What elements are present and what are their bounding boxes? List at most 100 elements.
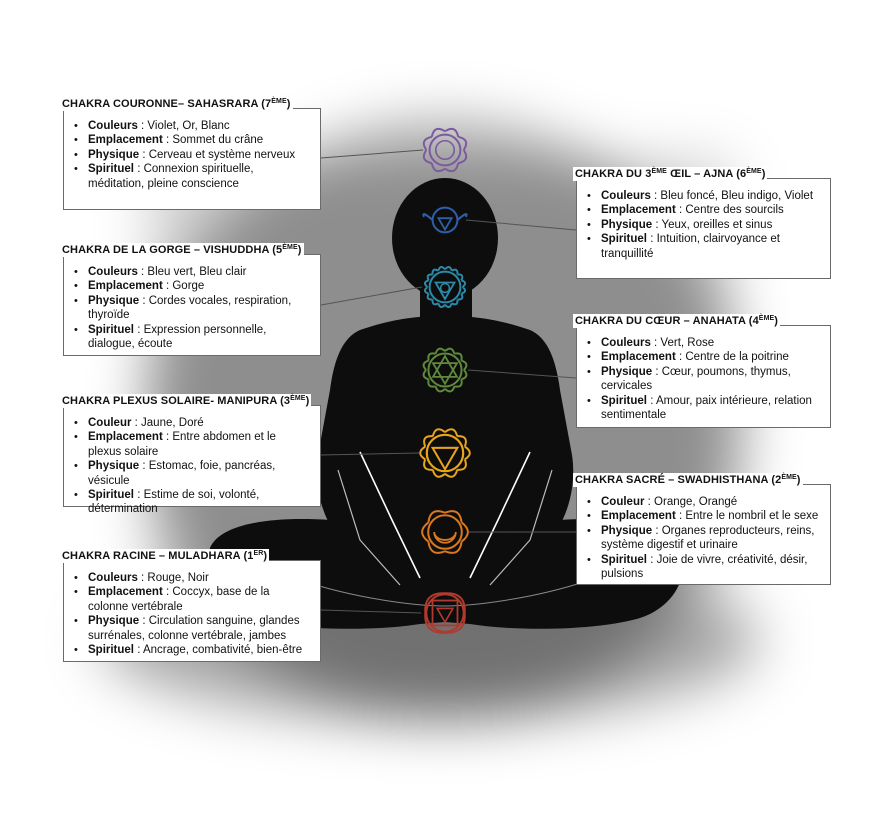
attribute-key: Physique (88, 294, 140, 307)
attribute-key: Spirituel (88, 323, 135, 336)
attribute-item: Emplacement : Entre le nombril et le sex… (585, 509, 822, 524)
attribute-key: Emplacement (88, 431, 163, 444)
attribute-item: Physique : Estomac, foie, pancréas, vési… (72, 459, 312, 488)
card-title: CHAKRA COURONNE– SAHASRARA (7ÈME) (60, 97, 293, 111)
chakra-card-ajna: CHAKRA DU 3ÈME ŒIL – AJNA (6ÈME)Couleurs… (573, 167, 831, 279)
attribute-item: Emplacement : Sommet du crâne (72, 133, 312, 148)
card-title-close: ) (286, 98, 291, 110)
attribute-item: Couleurs : Bleu vert, Bleu clair (72, 265, 312, 280)
connector-manipura (320, 452, 420, 456)
chakra-card-muladhara: CHAKRA RACINE – MULADHARA (1ER) Couleurs … (60, 549, 321, 662)
card-title-text: CHAKRA DU 3 (575, 168, 652, 180)
connector-vishuddha (320, 286, 423, 306)
card-title-close: ) (305, 395, 310, 407)
attribute-value: : Jaune, Doré (131, 417, 204, 429)
card-title-ordinal: ER (253, 550, 264, 557)
attribute-item: Spirituel : Joie de vivre, créativité, d… (585, 553, 822, 582)
attribute-item: Couleurs : Vert, Rose (585, 336, 822, 351)
card-title: CHAKRA DU 3ÈME ŒIL – AJNA (6ÈME) (573, 167, 768, 181)
card-title-text: CHAKRA DU CŒUR – ANAHATA (4 (575, 315, 759, 327)
attribute-key: Spirituel (88, 489, 135, 502)
connector-anahata (467, 369, 577, 379)
attribute-key: Emplacement (601, 351, 676, 364)
attribute-value: : Cœur, poumons, thymus, cervicales (601, 365, 791, 393)
card-title: CHAKRA PLEXUS SOLAIRE- MANIPURA (3ÈME) (60, 394, 312, 408)
attribute-value: : Bleu vert, Bleu clair (137, 266, 247, 278)
attribute-value: : Yeux, oreilles et sinus (652, 218, 773, 231)
attribute-list: Couleur : Orange, OrangéEmplacement : En… (585, 495, 822, 581)
card-title: CHAKRA DU CŒUR – ANAHATA (4ÈME) (573, 314, 781, 328)
eye-lotus-icon (422, 206, 468, 234)
attribute-value: : Violet, Or, Blanc (137, 120, 230, 132)
crescent-lotus-icon (421, 510, 469, 554)
attribute-key: Physique (601, 218, 653, 231)
hexagram-lotus-icon (422, 347, 468, 393)
attribute-value: : Gorge (162, 280, 205, 293)
attribute-item: Emplacement : Centre des sourcils (585, 203, 822, 218)
card-title: CHAKRA DE LA GORGE – VISHUDDHA (5ÈME) (60, 243, 304, 257)
attribute-value: : Intuition, clairvoyance et tranquillit… (601, 233, 780, 260)
card-title: CHAKRA RACINE – MULADHARA (1ER) (60, 549, 270, 563)
attribute-item: Emplacement : Entre abdomen et le plexus… (72, 430, 312, 459)
triangle-lotus-icon (419, 428, 471, 478)
card-title-ordinal-2: ÈME (746, 168, 762, 175)
attribute-value: : Vert, Rose (650, 337, 715, 349)
attribute-item: Emplacement : Coccyx, base de la colonne… (72, 585, 312, 614)
attribute-key: Emplacement (88, 134, 163, 147)
attribute-key: Couleur (88, 417, 132, 429)
card-title-text: CHAKRA RACINE – MULADHARA (1 (62, 550, 254, 562)
attribute-item: Physique : Organes reproducteurs, reins,… (585, 524, 822, 553)
attribute-value: : Circulation sanguine, glandes surrénal… (88, 615, 300, 642)
attribute-key: Physique (88, 148, 140, 161)
attribute-value: : Expression personnelle, dialogue, écou… (88, 323, 267, 351)
card-title: CHAKRA SACRÉ – SWADHISTHANA (2ÈME) (573, 473, 803, 487)
chakra-card-manipura: CHAKRA PLEXUS SOLAIRE- MANIPURA (3ÈME) Co… (60, 394, 321, 515)
attribute-value: : Amour, paix intérieure, relation senti… (601, 394, 812, 422)
attribute-list: Couleurs : Rouge, NoirEmplacement : Cocc… (72, 571, 312, 658)
attribute-item: Spirituel : Estime de soi, volonté, déte… (72, 488, 312, 517)
attribute-value: : Joie de vivre, créativité, désir, puls… (601, 553, 808, 581)
card-title-ordinal: ÈME (781, 474, 797, 481)
attribute-value: : Entre le nombril et le sexe (675, 510, 819, 523)
card-title-close: ) (761, 168, 766, 180)
attribute-key: Emplacement (601, 510, 676, 523)
attribute-value: : Bleu foncé, Bleu indigo, Violet (650, 190, 814, 202)
attribute-value: : Ancrage, combativité, bien-être (134, 644, 303, 657)
attribute-value: : Centre de la poitrine (675, 351, 789, 364)
card-title-close: ) (774, 315, 779, 327)
attribute-item: Couleur : Jaune, Doré (72, 416, 312, 431)
attribute-item: Physique : Yeux, oreilles et sinus (585, 218, 822, 233)
chakra-card-vishuddha: CHAKRA DE LA GORGE – VISHUDDHA (5ÈME) Cou… (60, 243, 321, 356)
attribute-value: : Estime de soi, volonté, détermination (88, 489, 260, 516)
square-triangle-lotus-icon (424, 592, 466, 634)
attribute-value: : Entre abdomen et le plexus solaire (88, 431, 276, 458)
attribute-list: Couleurs : Vert, RoseEmplacement : Centr… (585, 336, 822, 422)
chakra-card-swadhisthana: CHAKRA SACRÉ – SWADHISTHANA (2ÈME)Couleu… (573, 473, 831, 585)
attribute-value: : Cordes vocales, respiration, thyroïde (88, 294, 292, 322)
card-title-ordinal: ÈME (271, 98, 287, 105)
attribute-item: Spirituel : Intuition, clairvoyance et t… (585, 232, 822, 261)
attribute-item: Physique : Circulation sanguine, glandes… (72, 614, 312, 643)
card-title-text: CHAKRA SACRÉ – SWADHISTHANA (2 (575, 474, 782, 486)
chakra-card-sahasrara: CHAKRA COURONNE– SAHASRARA (7ÈME)Couleur… (60, 97, 321, 210)
attribute-value: : Connexion spirituelle, méditation, ple… (88, 163, 254, 190)
chakra-symbols (419, 127, 471, 634)
attribute-key: Spirituel (88, 644, 135, 657)
attribute-item: Couleurs : Rouge, Noir (72, 571, 312, 586)
attribute-value: : Cerveau et système nerveux (139, 148, 296, 161)
connector-ajna (465, 219, 577, 231)
sixteen-petal-lotus-icon (423, 265, 467, 309)
connector-lines (320, 149, 577, 614)
attribute-item: Spirituel : Connexion spirituelle, médit… (72, 162, 312, 191)
attribute-value: : Orange, Orangé (644, 496, 738, 508)
chakra-card-anahata: CHAKRA DU CŒUR – ANAHATA (4ÈME) Couleurs … (573, 314, 831, 428)
attribute-key: Physique (88, 460, 140, 473)
attribute-key: Physique (601, 365, 653, 378)
attribute-key: Spirituel (601, 233, 648, 246)
attribute-key: Spirituel (601, 553, 648, 566)
attribute-key: Couleurs (601, 337, 651, 349)
attribute-key: Emplacement (88, 586, 163, 599)
attribute-key: Couleurs (88, 266, 138, 278)
attribute-value: : Coccyx, base de la colonne vertébrale (88, 586, 270, 613)
